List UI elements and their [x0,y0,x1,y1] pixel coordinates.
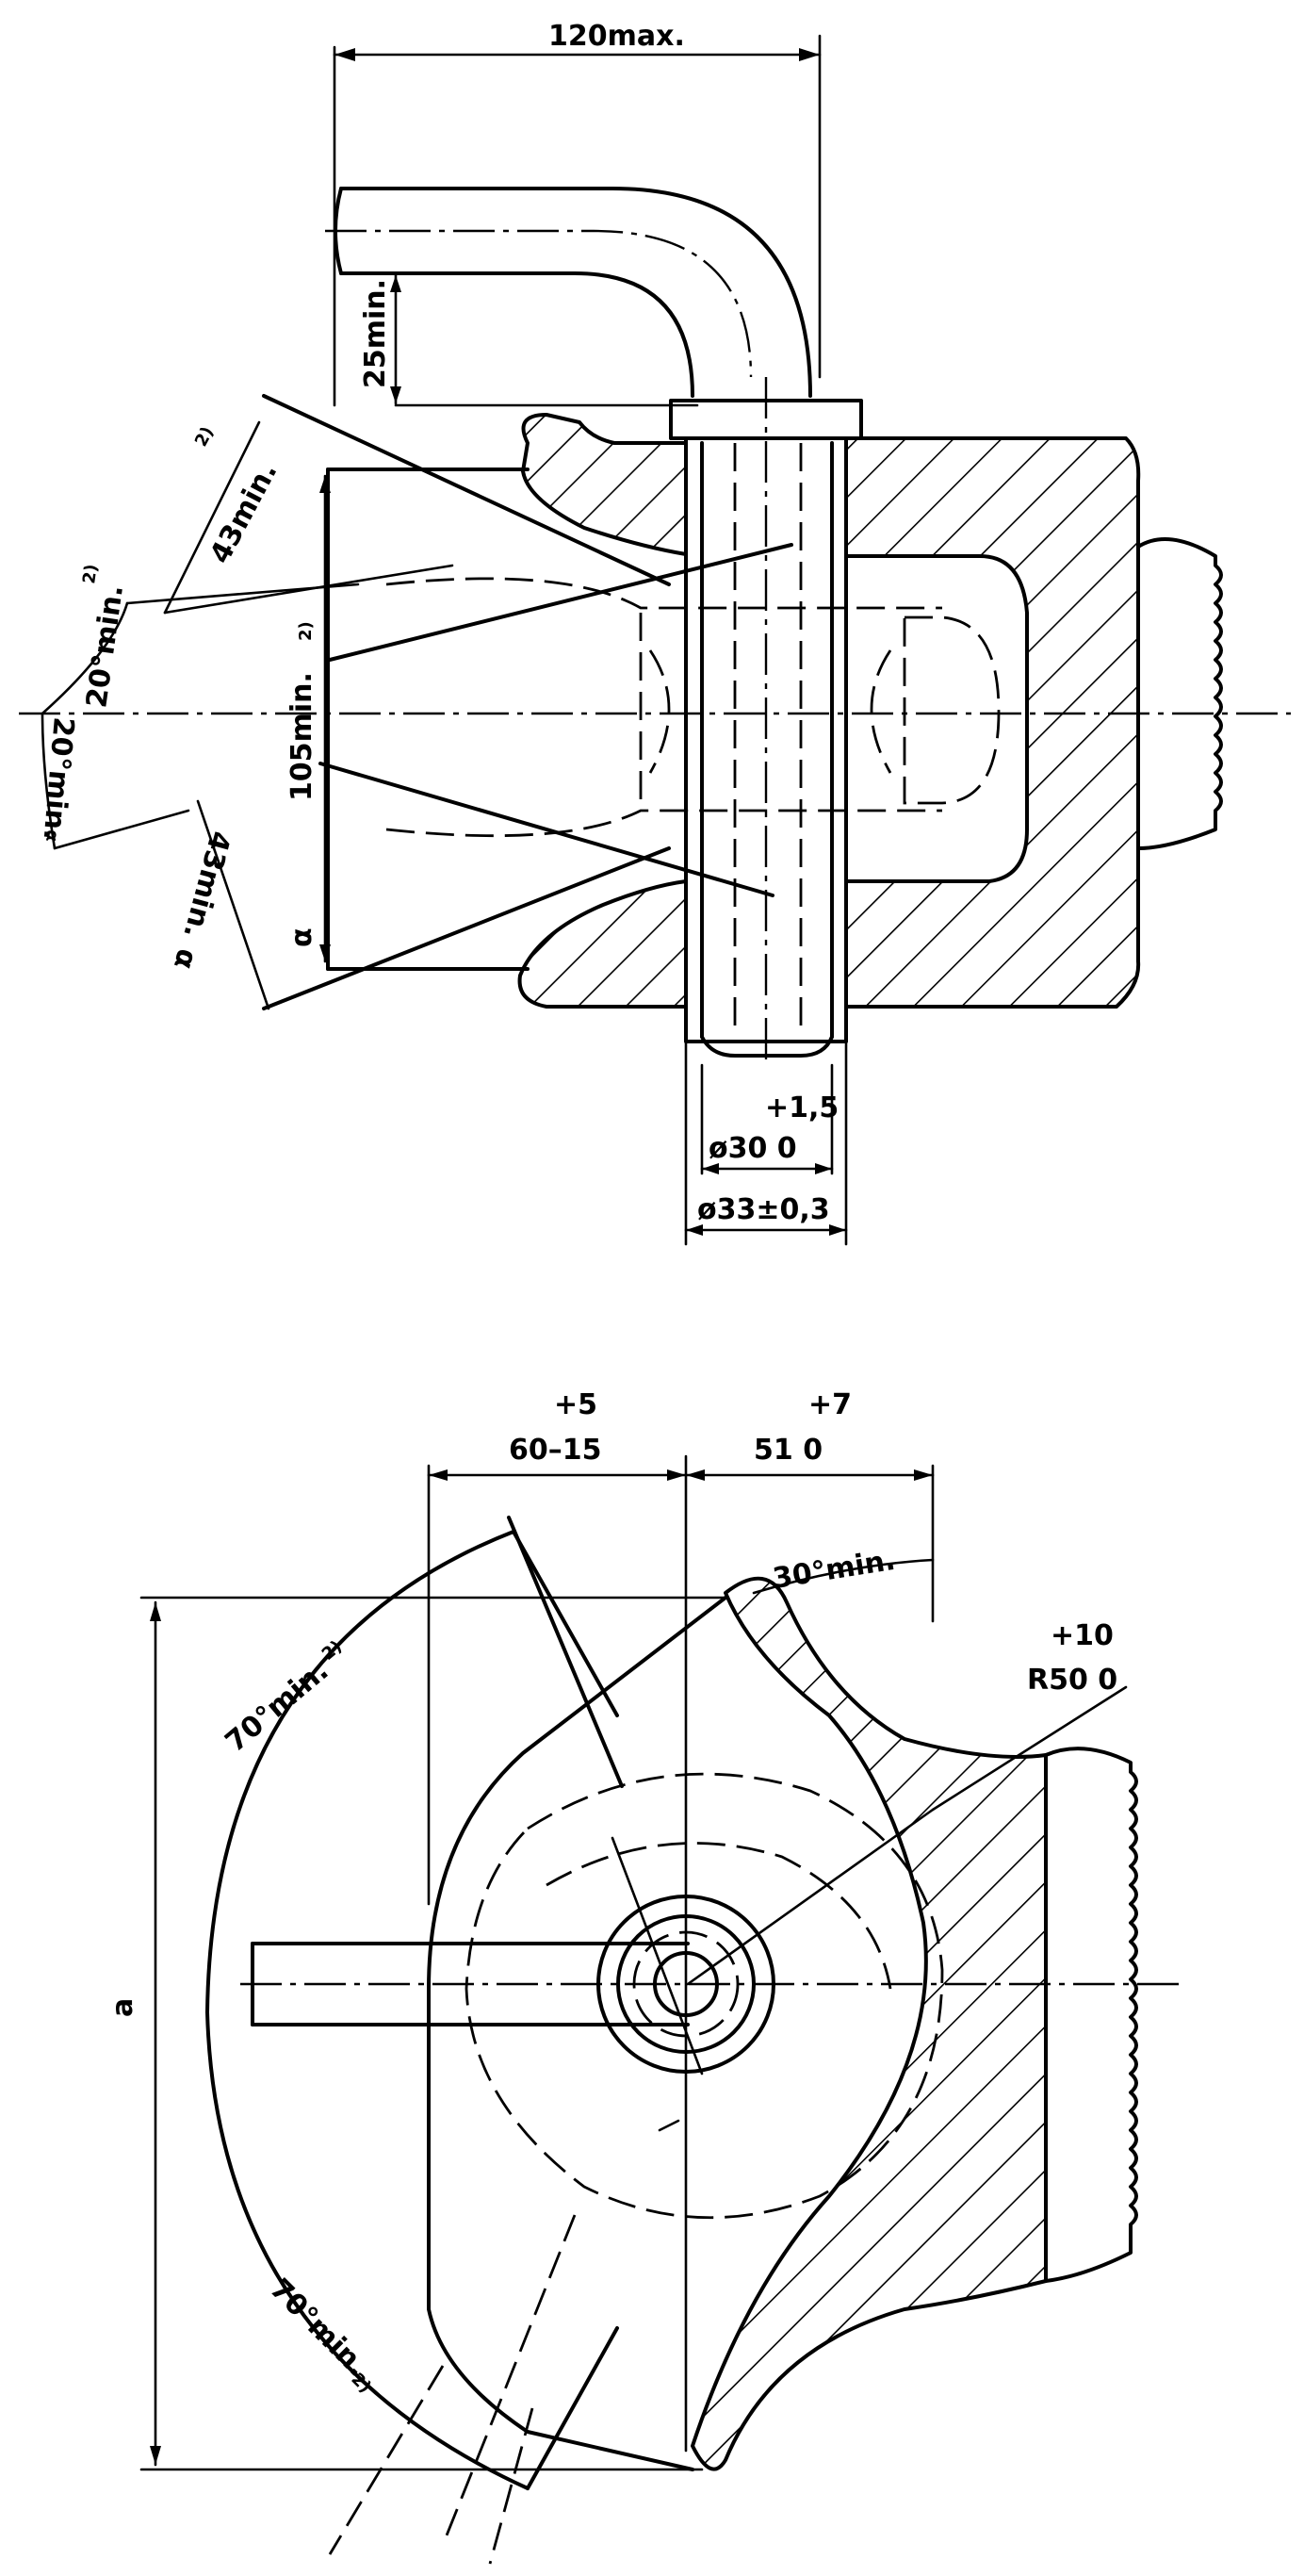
dim-43min-upper-label: 43min. [204,457,284,569]
cam-hidden-outline [465,1772,944,2220]
dim-120max-label: 120max. [548,20,685,53]
housing-hatched-section [844,436,1141,1009]
break-line-top [1136,537,1223,850]
leader-radius [686,1808,935,1986]
leader-1 [507,1516,624,1788]
dim-height-a: a [106,1596,727,2471]
dim-20deg-upper-label: 20°min. [80,582,130,710]
lower-swing-label: 70°min. [263,2272,373,2383]
dim-43min-upper-note: 2) [191,423,218,450]
radius-tol-upper: +10 [1051,1619,1114,1652]
pin-tol-upper: +1,5 [765,1091,839,1124]
swung-handle [328,2214,577,2565]
top-view: 120max. 25min. [19,20,1291,1246]
swing-limit-upper [512,1530,619,1717]
handle [325,187,812,398]
dim-height-a-label: a [106,1998,139,2017]
right-tol-upper: +7 [808,1388,852,1421]
dim-20deg-upper-note: 2) [79,563,102,584]
dim-20deg-lower: 20°min. α [37,712,190,850]
jaw-lower-hatched [517,879,688,1009]
hidden-geometry [385,443,1001,1037]
swing-limit-lower [526,2326,619,2490]
bore-diameter-label: ø33±0,3 [697,1193,830,1226]
dim-105min: 105min. 2) α [285,474,331,963]
cam-hidden-inner [546,1842,892,1990]
break-line-bottom [1044,1747,1138,2283]
dim-top-row: +5 60–15 +7 51 0 [427,1388,935,2453]
angle-30-arc [752,1558,935,1595]
dim-43min-lower-alpha: α [167,945,204,973]
dim-105min-label: 105min. [285,672,318,801]
left-tol-upper: +5 [554,1388,597,1421]
upper-swing-label: 70°min. [220,1654,335,1759]
horn-hatched-section [691,1576,1048,2471]
swing-arc [205,1530,530,2490]
bottom-view: +5 60–15 +7 51 0 a 70°min. 2) 70°min. 2) [106,1388,1187,2565]
radius-value-label: R50 0 [1027,1664,1117,1697]
dim-43min-lower: 43min. α [167,799,270,1010]
left-value-label: 60–15 [509,1434,602,1467]
jaw-upper-hatched [521,413,688,556]
dim-pin-diameters: +1,5 ø30 0 ø33±0,3 [684,1040,848,1246]
body-outline [427,1596,727,2471]
taper-line-upper [262,394,671,586]
mouth-outline [326,468,530,971]
dim-20deg-lower-alpha: α [41,829,62,843]
dim-25min-label: 25min. [359,279,392,388]
cross-line-1 [328,543,793,662]
radius-leader [931,1685,1128,1812]
cross-line-2 [318,762,774,897]
dim-120max: 120max. [333,20,822,407]
leader-2 [611,1836,704,2076]
leader-3 [658,2119,680,2132]
dim-105min-note: 2) [296,621,316,641]
right-value-label: 51 0 [754,1434,823,1467]
side-angle-label: 30°min. [771,1544,898,1596]
dim-43min-upper: 43min. 2) [163,420,454,615]
taper-line-lower [262,846,671,1010]
dim-105min-alpha: α [285,927,318,947]
dim-25min: 25min. [347,271,699,407]
pin-diameter-label: ø30 0 [709,1132,797,1165]
